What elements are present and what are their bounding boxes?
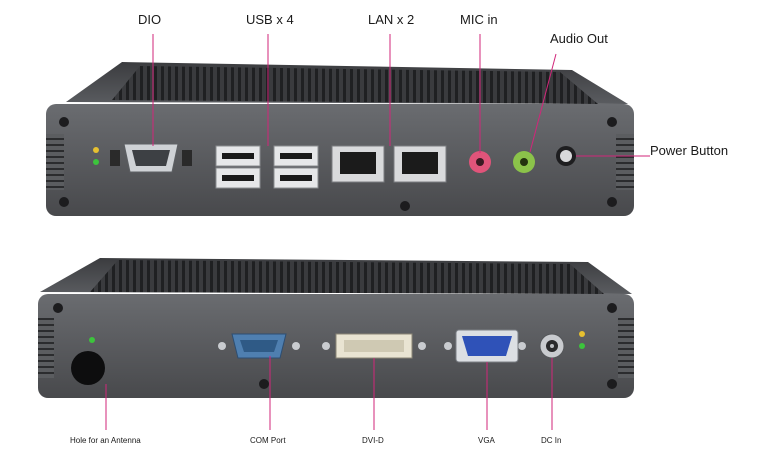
label-vga: VGA [478, 436, 495, 445]
top-unit-heatsink-fins [112, 66, 598, 104]
screw [607, 303, 617, 313]
bottom-leader-lines [105, 356, 553, 430]
bottom-unit-heatsink-fins [90, 260, 604, 294]
status-led-yellow [93, 147, 99, 153]
screw [607, 379, 617, 389]
top-unit-side-fins-left [46, 134, 64, 190]
dio-port [110, 143, 192, 173]
label-power-button: Power Button [650, 143, 729, 158]
screw [259, 379, 269, 389]
label-com-port: COM Port [250, 436, 286, 445]
label-antenna-hole: Hole for an Antenna [70, 436, 141, 445]
screw [53, 303, 63, 313]
top-unit-side-fins-right [616, 134, 634, 190]
dvi-d-port [322, 333, 426, 359]
top-leader-lines [152, 34, 650, 157]
antenna-hole [71, 351, 105, 385]
screw [607, 117, 617, 127]
status-led-green [93, 159, 99, 165]
status-led-green [579, 343, 585, 349]
screw [400, 201, 410, 211]
bottom-unit-side-fins-right [618, 318, 634, 378]
vga-port [444, 329, 526, 363]
screw [59, 197, 69, 207]
label-dvi-d: DVI-D [362, 436, 384, 445]
label-dio: DIO [138, 12, 162, 27]
screw [607, 197, 617, 207]
com-port [218, 333, 300, 359]
top-unit [46, 62, 634, 216]
bottom-unit [38, 258, 634, 398]
label-audio-out: Audio Out [550, 31, 608, 46]
dc-in-jack [539, 333, 565, 359]
label-usb: USB x 4 [246, 12, 294, 27]
bottom-unit-side-fins-left [38, 318, 54, 378]
label-mic-in: MIC in [460, 12, 498, 27]
mic-in-jack [469, 151, 491, 173]
status-led-yellow [579, 331, 585, 337]
audio-out-jack [513, 151, 535, 173]
usb-ports [215, 145, 319, 189]
screw [59, 117, 69, 127]
label-dc-in: DC In [541, 436, 562, 445]
status-led-green [89, 337, 95, 343]
lan-ports [331, 145, 447, 183]
power-button [556, 146, 576, 166]
label-lan: LAN x 2 [368, 12, 415, 27]
